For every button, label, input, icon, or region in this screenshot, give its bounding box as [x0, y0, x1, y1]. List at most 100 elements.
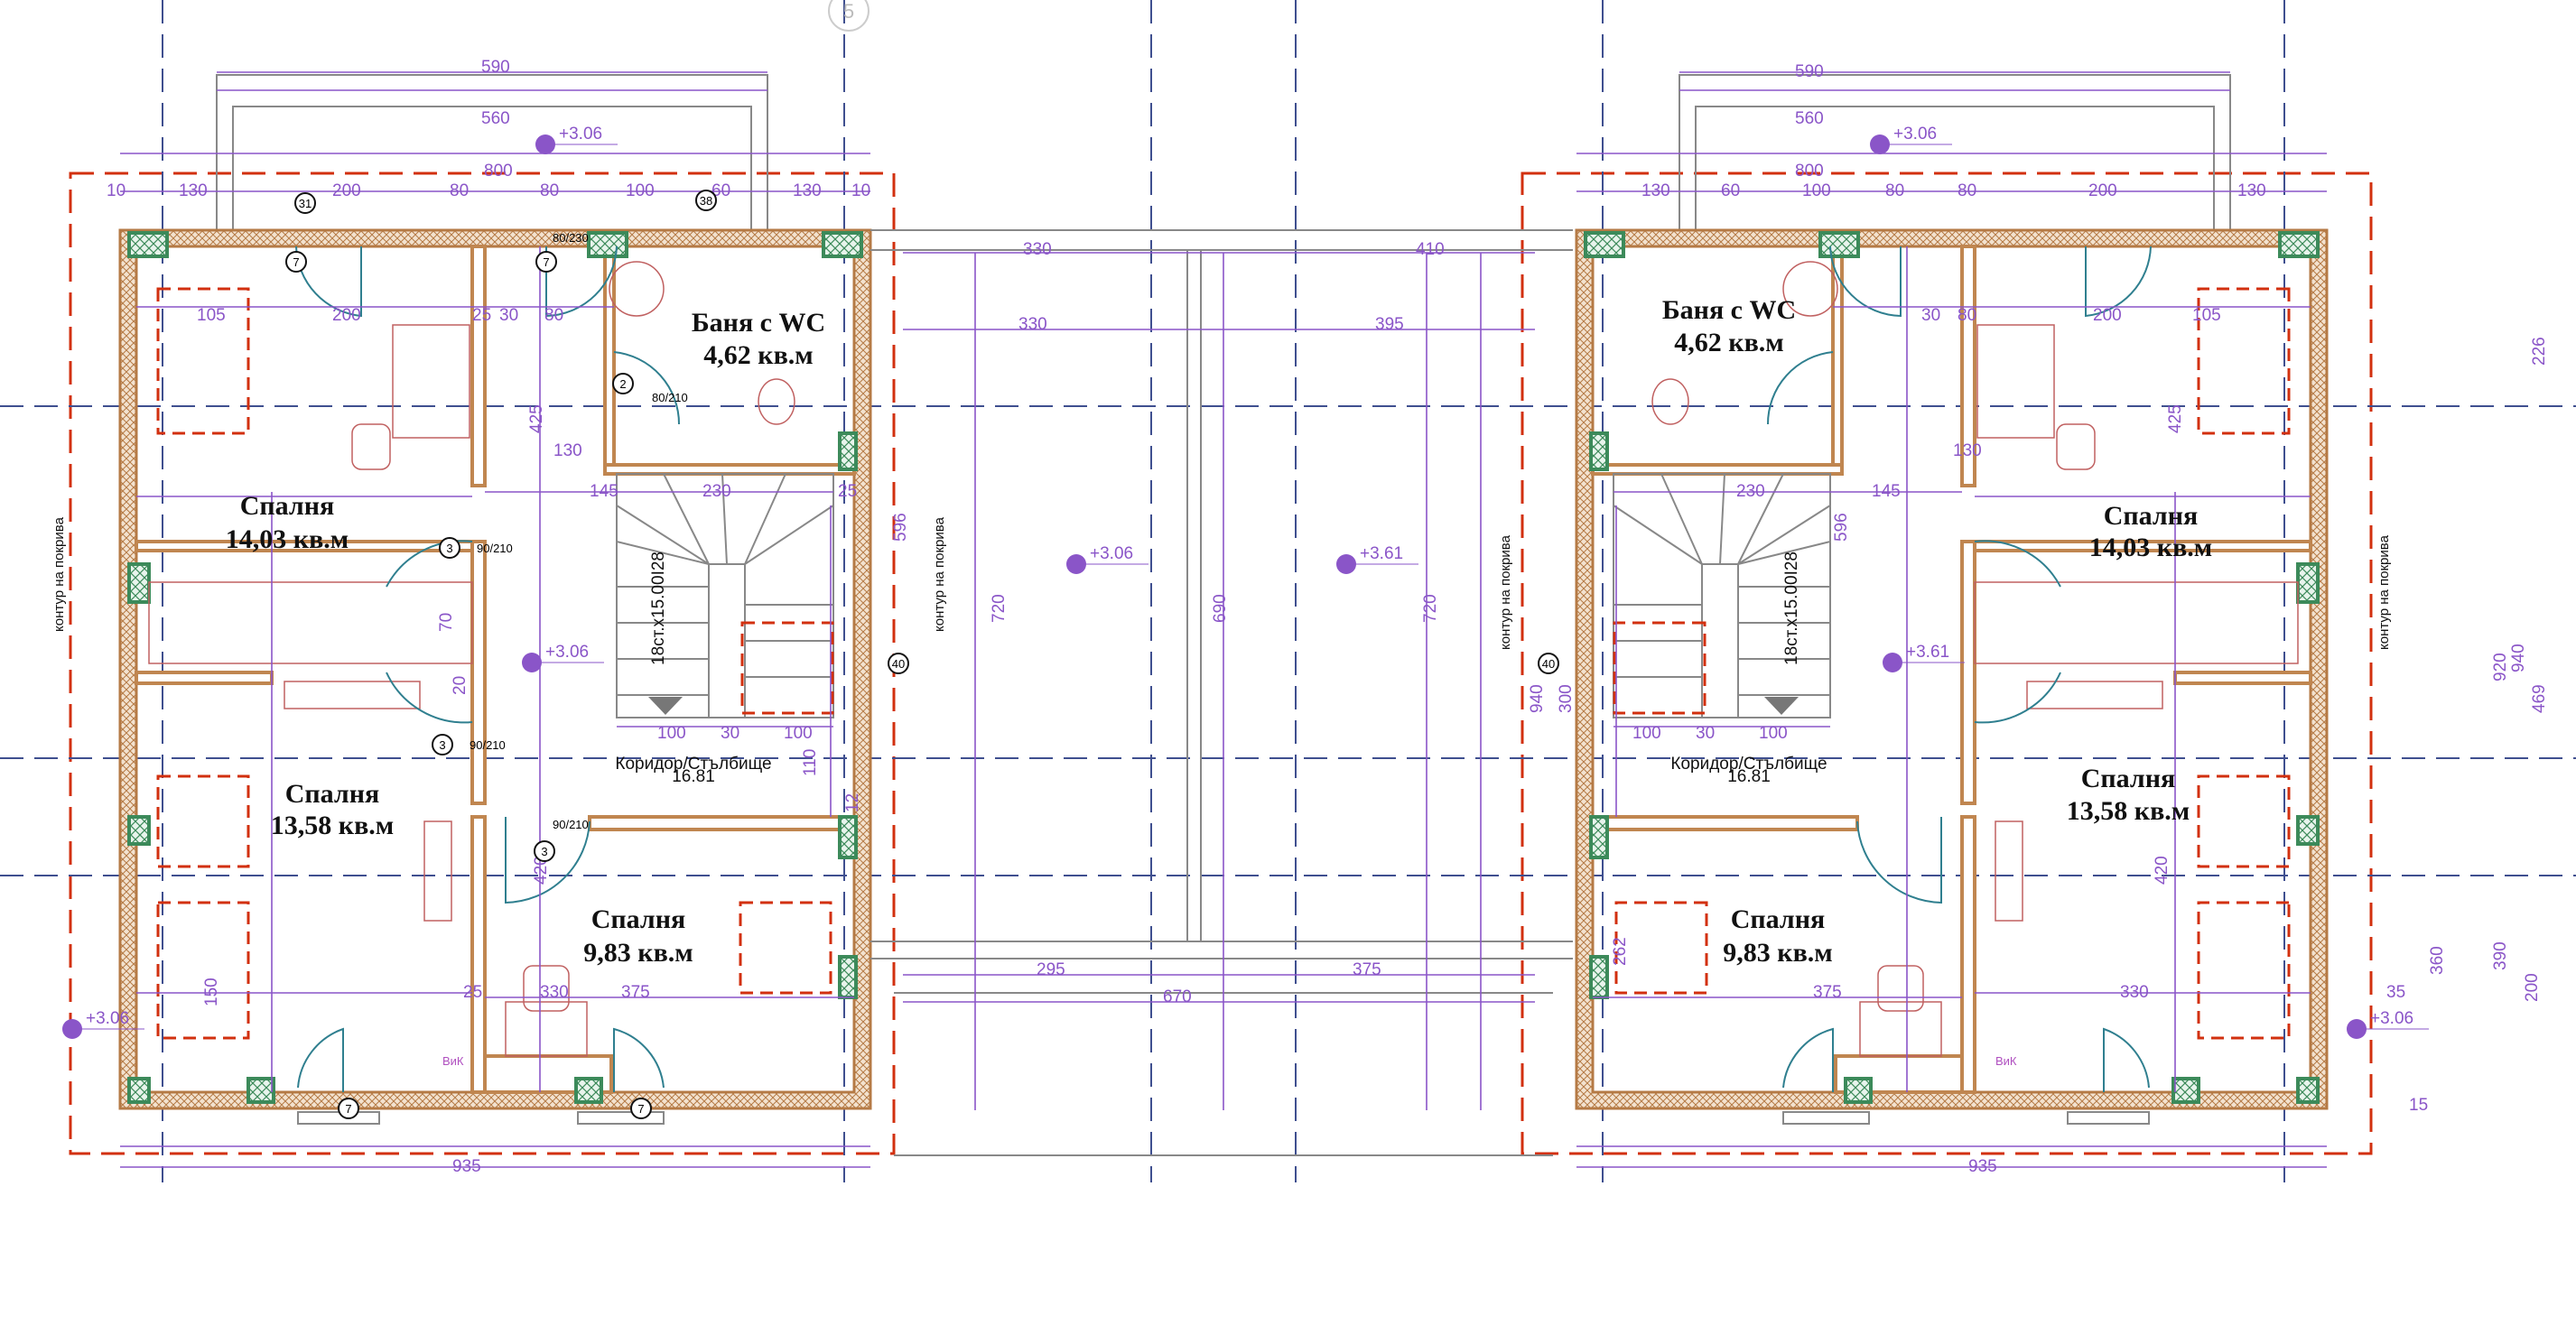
dimension-label: 425: [527, 404, 546, 433]
dimension-label: 330: [1018, 315, 1047, 334]
door-tag-icon: [888, 653, 909, 674]
dimension-label: 395: [1375, 315, 1404, 334]
dimension-label: 60: [711, 181, 730, 200]
dimension-label: 30: [721, 724, 739, 743]
dimension-label: 262: [1611, 937, 1630, 966]
right-corridor-area: 16.81: [1727, 767, 1771, 786]
elevation-label: +3.06: [545, 643, 589, 662]
door-tag-label: 7: [637, 1102, 644, 1116]
door-size-label: 90/210: [553, 818, 589, 831]
dimension-label: 100: [1632, 724, 1661, 743]
dimension-label: 35: [2386, 983, 2405, 1002]
dimension-label: 800: [1795, 162, 1824, 181]
right-bedroom1-area: 14,03 кв.м: [2089, 533, 2212, 562]
middle-dimension-lines: [903, 252, 1535, 1110]
dimension-label: 935: [1968, 1157, 1997, 1176]
dimension-label: 105: [2192, 306, 2221, 325]
door-tag-icon: [695, 190, 717, 211]
elevation-label: +3.06: [86, 1009, 129, 1028]
right-bath-area: 4,62 кв.м: [1674, 328, 1783, 357]
left-bedroom2-area: 13,58 кв.м: [271, 811, 394, 840]
right-bedroom3-name: Спалня: [1731, 904, 1826, 934]
door-tag-label: 40: [892, 657, 905, 671]
dimension-label: 20: [451, 676, 470, 695]
door-tag-label: 7: [543, 255, 549, 269]
door-tag-label: 7: [345, 1102, 351, 1116]
elevation-markers: +3.06+3.06+3.06+3.61+3.06+3.61+3.06+3.06: [62, 125, 2429, 1039]
dimension-label: 375: [621, 983, 650, 1002]
dimension-label: 590: [1795, 62, 1824, 81]
dimension-label: 330: [1023, 240, 1052, 259]
dimension-label: 375: [1353, 960, 1381, 979]
right-stair-label: 18ст.x15.00I28: [1782, 552, 1801, 665]
dimension-label: 690: [1211, 594, 1230, 623]
roof-contour-label: контур на покрива: [932, 516, 947, 632]
dimension-label: 200: [2088, 181, 2117, 200]
door-tag-icon: [630, 1098, 652, 1119]
vik-label: ВиК: [442, 1054, 464, 1068]
dimension-label: 200: [2523, 973, 2542, 1002]
dimension-label: 230: [1736, 482, 1765, 501]
dimension-label: 560: [481, 109, 510, 128]
roof-contour-label: контур на покрива: [1498, 534, 1513, 650]
elevation-label: +3.61: [1906, 643, 1949, 662]
dimension-label: 200: [2093, 306, 2122, 325]
dimension-label: 80: [1958, 306, 1976, 325]
dimension-label: 145: [1872, 482, 1901, 501]
dimension-label: 10: [851, 181, 870, 200]
dimension-label: 25: [472, 306, 491, 325]
dimension-label: 25: [838, 482, 857, 501]
dimension-label: 300: [1557, 684, 1576, 713]
door-tag-label: 2: [619, 377, 626, 391]
dimension-label: 80: [450, 181, 469, 200]
sheet-marker: 5: [843, 0, 854, 23]
right-bedroom2-name: Спалня: [2081, 764, 2176, 793]
door-tag-icon: [535, 251, 557, 273]
left-bedroom2-name: Спалня: [285, 779, 380, 809]
dimension-label: 60: [1721, 181, 1740, 200]
dimension-label: 130: [793, 181, 822, 200]
right-bedroom2-area: 13,58 кв.м: [2067, 796, 2190, 826]
elevation-label: +3.06: [1090, 544, 1133, 563]
dimension-label: 390: [2491, 941, 2510, 970]
dimension-label: 130: [1641, 181, 1670, 200]
right-bedroom3-area: 9,83 кв.м: [1723, 938, 1832, 968]
door-tag-label: 3: [446, 542, 452, 555]
sheet-marker-circle: [828, 0, 870, 32]
dimension-label: 940: [1528, 684, 1547, 713]
dimension-label: 10: [107, 181, 126, 200]
dimension-label: 80: [1885, 181, 1904, 200]
dimension-label: 935: [452, 1157, 481, 1176]
dimension-label: 230: [702, 482, 731, 501]
door-tag-icon: [534, 840, 555, 862]
dimension-label: 200: [332, 306, 361, 325]
left-bedroom1-area: 14,03 кв.м: [226, 524, 349, 554]
door-size-label: 80/210: [652, 391, 688, 404]
dimension-label: 100: [657, 724, 686, 743]
dimension-label: 469: [2530, 684, 2549, 713]
dimension-label: 410: [1416, 240, 1445, 259]
roof-contour-right: [1520, 171, 2373, 1155]
right-unit-plan: [1575, 70, 2329, 1169]
dimension-label: 100: [1759, 724, 1788, 743]
dimension-label: 105: [197, 306, 226, 325]
dimension-label: 80: [540, 181, 559, 200]
door-tag-label: 3: [541, 845, 547, 858]
dimension-label: 70: [437, 613, 456, 632]
dimension-label: 560: [1795, 109, 1824, 128]
dimension-label: 30: [499, 306, 518, 325]
left-stair-label: 18ст.x15.00I28: [649, 552, 668, 665]
left-bedroom1-name: Спалня: [240, 491, 335, 521]
dimension-label: 145: [590, 482, 618, 501]
elevation-label: +3.06: [2370, 1009, 2413, 1028]
grid-axes: [0, 0, 2576, 1182]
left-corridor-name: Коридор/Стълбище: [615, 755, 771, 774]
door-tag-icon: [432, 734, 453, 755]
dimension-label: 800: [484, 162, 513, 181]
door-tag-label: 31: [299, 197, 312, 210]
dimension-label: 590: [481, 58, 510, 77]
dimension-label: 130: [2237, 181, 2266, 200]
dimension-label: 330: [2120, 983, 2149, 1002]
elevation-label: +3.06: [1893, 125, 1937, 144]
left-bath-area: 4,62 кв.м: [703, 340, 813, 370]
